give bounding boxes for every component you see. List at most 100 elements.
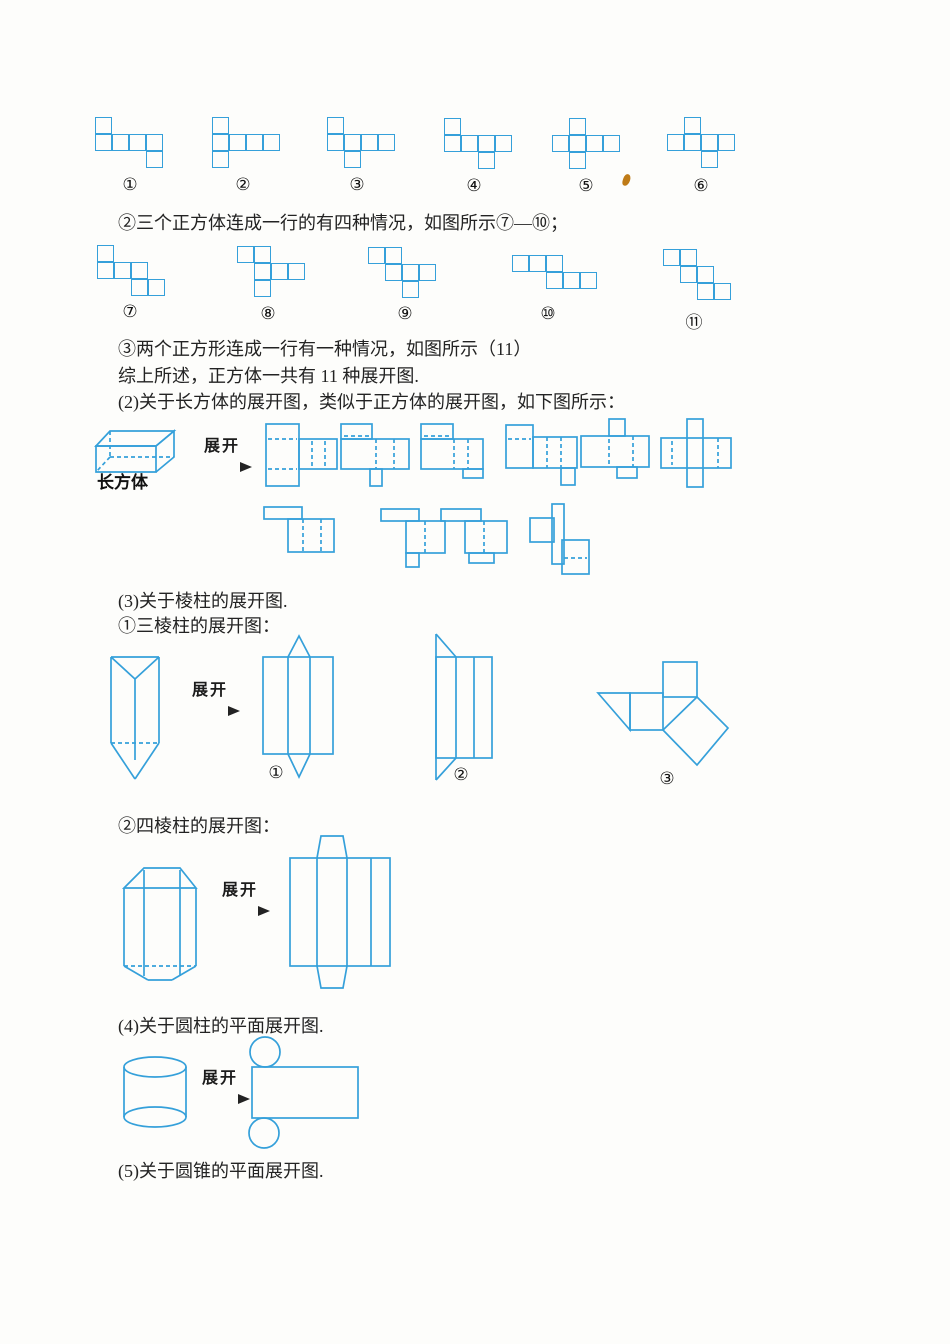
net-square bbox=[569, 152, 586, 169]
net-square bbox=[212, 134, 229, 151]
net-square bbox=[131, 262, 148, 279]
net-square bbox=[569, 118, 586, 135]
tri-prism-net-3-label: ③ bbox=[659, 769, 675, 788]
paragraph-three-cubes: ②三个正方体连成一行的有四种情况，如图所示⑦—⑩； bbox=[118, 213, 568, 233]
net-square bbox=[444, 135, 461, 152]
cuboid-net-c bbox=[420, 423, 484, 479]
cuboid-3d-drawing bbox=[94, 429, 177, 473]
right-arrow-icon bbox=[258, 906, 270, 916]
paragraph-prism-intro: (3)关于棱柱的展开图. bbox=[118, 591, 288, 611]
tri-prism-net-1 bbox=[262, 634, 334, 779]
net-square bbox=[271, 263, 288, 280]
net-square bbox=[701, 134, 718, 151]
cuboid-net-d bbox=[505, 424, 578, 486]
net-square bbox=[129, 134, 146, 151]
quad-prism-3d-drawing bbox=[121, 867, 198, 981]
net-square bbox=[663, 249, 680, 266]
net-square bbox=[444, 118, 461, 135]
unfold-arrow-tri-prism: 展开 bbox=[178, 676, 242, 717]
tri-prism-net-2 bbox=[435, 633, 493, 781]
cube-net-11-label: ⑪ bbox=[685, 313, 703, 332]
net-square bbox=[131, 279, 148, 296]
net-square bbox=[254, 280, 271, 297]
cube-net-9-label: ⑨ bbox=[397, 304, 413, 323]
unfold-label: 展开 bbox=[221, 882, 258, 899]
cube-net-3-label: ③ bbox=[349, 175, 365, 194]
net-square bbox=[680, 249, 697, 266]
net-square bbox=[344, 134, 361, 151]
cube-net-5-label: ⑤ bbox=[578, 176, 594, 195]
net-square bbox=[478, 135, 495, 152]
cylinder-net bbox=[248, 1036, 359, 1149]
unfold-label: 展开 bbox=[203, 438, 240, 455]
net-square bbox=[714, 283, 731, 300]
cylinder-3d-drawing bbox=[123, 1056, 187, 1128]
net-square bbox=[461, 135, 478, 152]
cube-net-1-label: ① bbox=[122, 175, 138, 194]
cuboid-net-g bbox=[263, 506, 335, 553]
unfold-arrow-quad-prism: 展开 bbox=[208, 876, 272, 917]
net-square bbox=[146, 151, 163, 168]
paragraph-tri-prism: ①三棱柱的展开图： bbox=[118, 616, 280, 636]
net-square bbox=[254, 263, 271, 280]
net-square bbox=[563, 272, 580, 289]
tri-prism-net-2-label: ② bbox=[453, 765, 469, 784]
net-square bbox=[114, 262, 131, 279]
paragraph-cylinder: (4)关于圆柱的平面展开图. bbox=[118, 1016, 324, 1036]
triangular-prism-3d-drawing bbox=[110, 656, 160, 780]
paragraph-cuboid-intro: (2)关于长方体的展开图，类似于正方体的展开图，如下图所示： bbox=[118, 392, 625, 412]
net-square bbox=[546, 272, 563, 289]
net-square bbox=[327, 134, 344, 151]
cube-net-6-label: ⑥ bbox=[693, 176, 709, 195]
cuboid-net-f bbox=[660, 418, 732, 488]
cuboid-net-h bbox=[380, 508, 446, 568]
net-square bbox=[212, 151, 229, 168]
net-square bbox=[586, 135, 603, 152]
net-square bbox=[263, 134, 280, 151]
net-square bbox=[95, 134, 112, 151]
net-square bbox=[368, 247, 385, 264]
net-square bbox=[684, 134, 701, 151]
right-arrow-icon bbox=[238, 1094, 250, 1104]
net-square bbox=[495, 135, 512, 152]
cube-net-4-label: ④ bbox=[466, 176, 482, 195]
paragraph-summary: 综上所述，正方体一共有 11 种展开图. bbox=[118, 366, 419, 386]
right-arrow-icon bbox=[228, 706, 240, 716]
tri-prism-net-1-label: ① bbox=[268, 763, 284, 782]
cube-net-10-label: ⑩ bbox=[540, 304, 556, 323]
right-arrow-icon bbox=[240, 462, 252, 472]
net-square bbox=[112, 134, 129, 151]
net-square bbox=[512, 255, 529, 272]
net-square bbox=[569, 135, 586, 152]
net-square bbox=[344, 151, 361, 168]
net-square bbox=[529, 255, 546, 272]
cube-net-2-label: ② bbox=[235, 175, 251, 194]
net-square bbox=[146, 134, 163, 151]
net-square bbox=[212, 117, 229, 134]
net-square bbox=[684, 117, 701, 134]
net-square bbox=[97, 245, 114, 262]
tri-prism-net-3 bbox=[596, 661, 730, 767]
unfold-label: 展开 bbox=[191, 682, 228, 699]
net-square bbox=[148, 279, 165, 296]
cuboid-net-j bbox=[529, 503, 590, 575]
paragraph-quad-prism: ②四棱柱的展开图： bbox=[118, 816, 280, 836]
net-square bbox=[229, 134, 246, 151]
net-square bbox=[237, 246, 254, 263]
cuboid-net-b bbox=[340, 423, 410, 487]
net-square bbox=[603, 135, 620, 152]
net-square bbox=[254, 246, 271, 263]
cube-net-8-label: ⑧ bbox=[260, 304, 276, 323]
net-square bbox=[246, 134, 263, 151]
net-square bbox=[546, 255, 563, 272]
net-square bbox=[402, 264, 419, 281]
cuboid-net-i bbox=[440, 508, 508, 564]
net-square bbox=[327, 117, 344, 134]
unfold-arrow-cylinder: 展开 bbox=[188, 1064, 252, 1105]
net-square bbox=[718, 134, 735, 151]
net-square bbox=[385, 264, 402, 281]
net-square bbox=[697, 283, 714, 300]
net-square bbox=[580, 272, 597, 289]
page-stain bbox=[621, 173, 632, 187]
